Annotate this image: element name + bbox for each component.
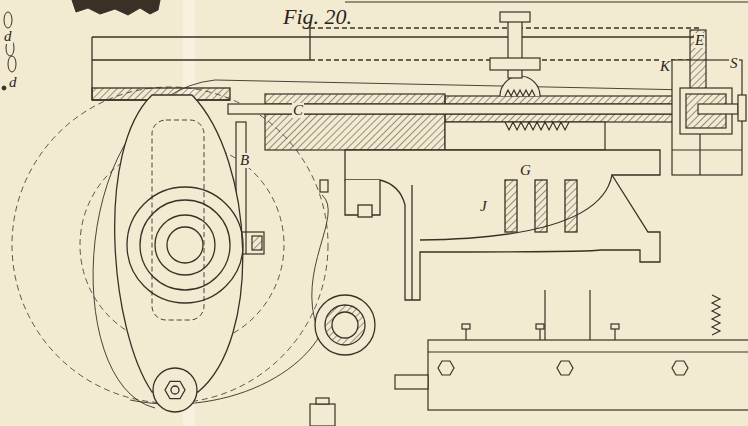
cam-part [115,95,243,392]
spindle-part [445,114,675,122]
frame-arm-part [309,28,310,60]
part-letter: C [292,103,304,118]
roller [315,295,375,355]
table-part [462,324,470,329]
part-letter: E [694,33,705,48]
spindle-part [490,58,540,70]
cam-part [153,368,197,412]
top-left-fragment [2,0,160,90]
cam-part [171,386,179,394]
gear-box-part [672,134,742,175]
frame-arm-part [310,27,700,28]
gear-box-part [690,30,706,90]
table-part [712,295,720,335]
table-part [466,290,615,340]
gear-box-part [738,95,746,121]
top-rule [345,1,748,2]
casting-part [358,205,372,217]
frame-arm-part [92,36,700,37]
table-part [428,351,748,352]
spindle [228,12,698,150]
part-letter: G [519,163,532,178]
table-part [611,324,619,329]
table-part [557,361,573,375]
spindle-part [445,96,675,104]
table [310,290,748,426]
part-letter: B [239,153,250,168]
part-letter: K [659,59,671,74]
roller-part [325,305,365,345]
top-rule-part [345,1,748,2]
spindle-part [505,122,569,130]
table-part [395,375,428,389]
top-left-fragment-part [4,12,12,28]
casting-part [345,150,660,300]
bracket-part [252,236,262,250]
casting-part [505,180,517,232]
spindle-part [500,12,530,22]
part-letter: d [8,75,18,90]
cam-part [167,227,203,263]
spindle-part [500,76,540,96]
table-part [438,361,454,375]
top-left-fragment-part [2,86,6,90]
casting [345,150,660,300]
gear-box-part [698,104,738,114]
table-part [672,361,688,375]
part-letter: S [729,56,739,71]
figure-title: Fig. 20. [283,6,352,28]
roller-part [332,312,358,338]
spindle-part [505,90,535,96]
gear-box-part [672,60,742,175]
table-part [536,324,544,329]
table-part [428,340,748,410]
casting-part [565,180,577,232]
top-left-fragment-part [72,0,160,15]
part-letter: d [3,29,13,44]
roller-part [315,295,375,355]
top-left-fragment-part [8,56,16,72]
table-part [316,398,329,404]
casting-part [411,185,412,300]
bracket-part [320,180,328,192]
cam-part [140,200,230,290]
casting-part [535,180,547,232]
spindle-part [445,122,605,150]
frame-arm-part [92,59,310,60]
part-letter: J [479,199,488,214]
casting-part [420,175,612,240]
cam-part [155,215,215,275]
frame-arm [92,28,700,100]
cam-part [127,187,243,303]
gear-box [672,30,746,175]
spindle-part [265,114,445,150]
table-part [310,404,335,426]
cam-part [165,381,185,398]
cam [115,95,243,412]
